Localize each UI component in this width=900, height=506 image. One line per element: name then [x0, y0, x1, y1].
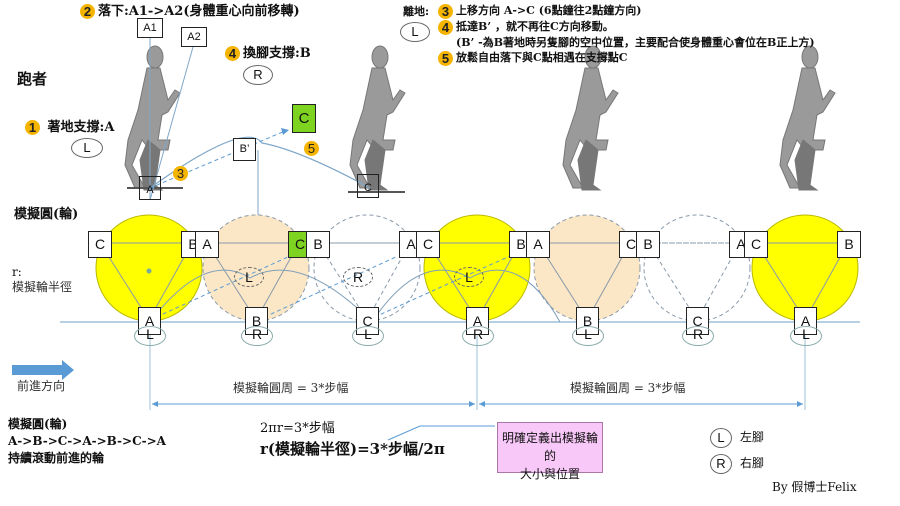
callout-box: 明確定義出模擬輪的大小與位置: [497, 422, 603, 481]
r-label: r:: [12, 265, 22, 279]
box-c-target: C: [292, 104, 316, 133]
step-badge: 3: [438, 3, 453, 19]
note-text: 抵達B’ ，就不再往C方向移動。: [456, 20, 614, 33]
foot-badge-l: L: [71, 138, 103, 158]
runner-label: 跑者: [17, 70, 48, 88]
a2-line: [149, 46, 194, 201]
note-line-3: (B’ -為B著地時另隻腳的空中位置，主要配合使身體重心會位在B正上方): [456, 36, 815, 49]
arrow-head: [281, 128, 289, 135]
wheel-beige: [533, 214, 641, 322]
wheel-center-dot: [146, 268, 152, 274]
wheel-triangle: [99, 242, 193, 321]
box-a1: A1: [137, 18, 163, 38]
callout-line: 明確定義出模擬輪的: [501, 431, 598, 463]
air-foot-badge: R: [343, 267, 373, 287]
foot-badge: L: [572, 326, 604, 346]
trajectory-curve: [149, 136, 371, 189]
step-badge: 5: [438, 50, 453, 66]
up-direction-arrow: [149, 130, 286, 189]
legend-key-r: R: [710, 454, 732, 474]
foot-badge: L: [790, 326, 822, 346]
foot-badge: L: [352, 326, 384, 346]
air-foot-badge: L: [234, 267, 264, 287]
step4-text: 換腳支撐:B: [243, 46, 311, 61]
runner-figure: [124, 45, 181, 191]
step1-text: 著地支撐:A: [47, 120, 115, 135]
runner-figure: [779, 45, 836, 191]
wheel-title: 模擬圓(輪): [14, 207, 79, 222]
wheel-point-c: C: [416, 231, 440, 258]
callout-leader: [387, 425, 495, 441]
legend-key-l: L: [710, 428, 732, 448]
foot-badge: R: [241, 326, 273, 346]
box-b-prime: B’: [233, 138, 256, 161]
dashed-arrow: [149, 255, 291, 321]
circumference-label-2: 模擬輪圓周 = 3*步幅: [570, 381, 686, 395]
air-foot-badge: L: [454, 267, 484, 287]
formula-radius: r(模擬輪半徑)=3*步幅/2π: [260, 440, 445, 458]
foot-badge: L: [134, 326, 166, 346]
step-badge: 2: [80, 4, 95, 19]
wheel-point-b: B: [837, 231, 861, 258]
wheel-point-a: A: [526, 231, 550, 258]
credit: By 假博士Felix: [772, 480, 857, 494]
wheel-point-b: B: [306, 231, 330, 258]
summary-line-2: A->B->C->A->B->C->A: [8, 434, 166, 448]
circumference-label-1: 模擬輪圓周 = 3*步幅: [233, 381, 349, 395]
notes-foot-badge: L: [400, 22, 430, 42]
summary-line-3: 持續滾動前進的輪: [8, 451, 105, 465]
formula-circumference: 2πr=3*步幅: [260, 421, 335, 436]
dashed-arrow: [257, 255, 399, 321]
note-text: 上移方向 A->C (6點鐘往2點鐘方向): [456, 4, 642, 17]
dashed-arrow: [367, 255, 511, 321]
legend-label-left: 左腳: [740, 430, 765, 444]
step-badge: 4: [225, 46, 240, 61]
legend-label-right: 右腳: [740, 456, 765, 470]
foot-badge: R: [462, 326, 494, 346]
wheel-triangle: [755, 242, 849, 321]
wheel-triangle: [537, 242, 631, 321]
box-a-ground: A: [139, 176, 161, 200]
runner-figure: [562, 45, 619, 191]
r-description: 模擬輪半徑: [12, 280, 73, 294]
step-badge: 4: [438, 19, 453, 35]
box-c-ground: C: [357, 174, 379, 198]
callout-line: 大小與位置: [519, 467, 580, 481]
foot-badge-r: R: [243, 65, 273, 85]
foot-badge: R: [682, 326, 714, 346]
box-a2: A2: [181, 27, 207, 47]
wheel-point-c: C: [744, 231, 768, 258]
step1-label: 1 著地支撐:A: [25, 120, 114, 135]
wheel-dashed: [313, 214, 421, 322]
wheel-triangle: [206, 242, 300, 321]
forward-direction-arrow: [12, 360, 74, 380]
wheel-point-c: C: [88, 231, 112, 258]
runner-figure: [349, 45, 406, 191]
wheel-point-a: A: [195, 231, 219, 258]
direction-label: 前進方向: [17, 379, 66, 393]
summary-line-1: 模擬圓(輪): [8, 417, 68, 431]
marker-3: 3: [173, 166, 188, 181]
wheel-dashed: [643, 214, 751, 322]
step2-text: 落下:A1->A2(身體重心向前移轉): [98, 4, 300, 19]
step-badge: 1: [25, 120, 40, 135]
marker-5: 5: [304, 141, 319, 156]
note-text: 放鬆自由落下與C點相遇在支撐點C: [456, 51, 628, 64]
wheel-point-b: B: [636, 231, 660, 258]
notes-title: 離地:: [403, 5, 430, 18]
